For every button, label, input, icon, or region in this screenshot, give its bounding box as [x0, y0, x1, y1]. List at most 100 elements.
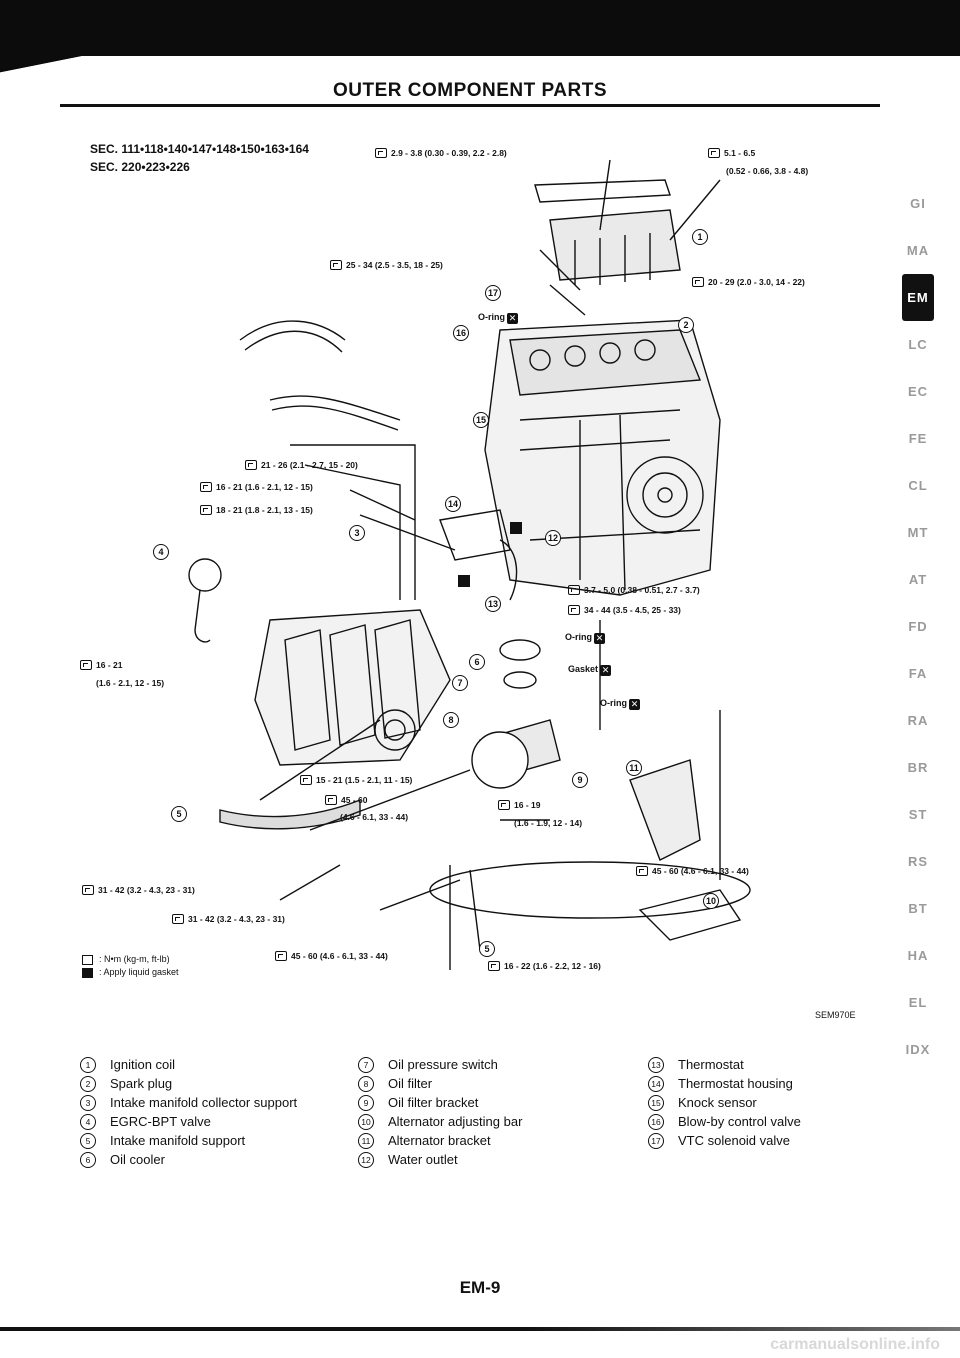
legend-torque-row: : N•m (kg-m, ft-lb): [82, 953, 179, 966]
tab-el[interactable]: EL: [908, 995, 928, 1010]
diagram-part-5b: 5: [479, 941, 495, 957]
torque-icon: [82, 954, 93, 965]
torque-callout-10b: (1.6 - 2.1, 12 - 15): [96, 678, 165, 688]
diagram-part-16: 16: [453, 325, 469, 341]
tab-rs[interactable]: RS: [907, 854, 929, 869]
torque-callout-14: 45 - 60 (4.6 - 6.1, 33 - 44): [636, 866, 749, 876]
diagram-part-9: 9: [572, 772, 588, 788]
tab-bt[interactable]: BT: [908, 901, 928, 916]
torque-icon: [498, 800, 510, 810]
diagram-part-5: 5: [171, 806, 187, 822]
replace-x-icon: ✕: [594, 633, 605, 644]
legend-gasket-row: : Apply liquid gasket: [82, 966, 179, 979]
page-number: EM-9: [459, 1278, 501, 1297]
tab-lc[interactable]: LC: [908, 337, 928, 352]
tab-ec[interactable]: EC: [907, 384, 929, 399]
diagram-part-1: 1: [692, 229, 708, 245]
page-title: OUTER COMPONENT PARTS: [332, 80, 608, 101]
replace-x-icon: ✕: [600, 665, 612, 676]
torque-callout-1: 2.9 - 3.8 (0.30 - 0.39, 2.2 - 2.8): [375, 148, 507, 158]
torque-icon: [708, 148, 720, 158]
torque-callout-6: 16 - 21 (1.6 - 2.1, 12 - 15): [200, 482, 313, 492]
o-ring-label-3: O-ring✕: [600, 698, 640, 710]
tab-st[interactable]: ST: [908, 807, 928, 822]
diagram-part-7: 7: [452, 675, 468, 691]
tab-cl[interactable]: CL: [908, 478, 928, 493]
diagram-part-8: 8: [443, 712, 459, 728]
torque-callout-16: 31 - 42 (3.2 - 4.3, 23 - 31): [172, 914, 285, 924]
torque-callout-10: 16 - 21: [80, 660, 122, 670]
torque-callout-9: 34 - 44 (3.5 - 4.5, 25 - 33): [568, 605, 681, 615]
replace-x-icon: ✕: [629, 699, 640, 710]
torque-icon: [275, 951, 287, 961]
torque-callout-13: 16 - 19: [498, 800, 540, 810]
tab-em[interactable]: EM: [902, 274, 934, 321]
gasket-label: Gasket✕: [568, 664, 612, 676]
torque-callout-7: 18 - 21 (1.8 - 2.1, 13 - 15): [200, 505, 313, 515]
tab-ma[interactable]: MA: [906, 243, 930, 258]
torque-icon: [82, 885, 94, 895]
torque-icon: [692, 277, 704, 287]
torque-icon: [636, 866, 648, 876]
tab-gi[interactable]: GI: [910, 196, 926, 211]
figure-code: SEM970E: [815, 1010, 856, 1020]
engine-exploded-diagram: [188, 159, 751, 970]
torque-icon: [200, 482, 212, 492]
torque-icon: [330, 260, 342, 270]
o-ring-label-2: O-ring✕: [565, 632, 605, 644]
diagram-part-13: 13: [485, 596, 501, 612]
torque-callout-17: 45 - 60 (4.6 - 6.1, 33 - 44): [275, 951, 388, 961]
gasket-markers: [458, 522, 522, 587]
torque-icon: [200, 505, 212, 515]
diagram-part-11: 11: [626, 760, 642, 776]
tab-mt[interactable]: MT: [907, 525, 929, 540]
torque-callout-13b: (1.6 - 1.9, 12 - 14): [514, 818, 583, 828]
diagram-part-10: 10: [703, 893, 719, 909]
torque-icon: [80, 660, 92, 670]
liquid-gasket-icon: [82, 967, 93, 978]
tab-at[interactable]: AT: [908, 572, 928, 587]
tab-ra[interactable]: RA: [907, 713, 929, 728]
torque-callout-11: 15 - 21 (1.5 - 2.1, 11 - 15): [300, 775, 412, 785]
tab-fd[interactable]: FD: [908, 619, 928, 634]
torque-callout-3: 25 - 34 (2.5 - 3.5, 18 - 25): [330, 260, 443, 270]
torque-icon: [568, 605, 580, 615]
tab-fe[interactable]: FE: [908, 431, 928, 446]
torque-icon: [172, 914, 184, 924]
torque-callout-2: 5.1 - 6.5: [708, 148, 755, 158]
diagram-part-14: 14: [445, 496, 461, 512]
torque-icon: [325, 795, 337, 805]
tab-fa[interactable]: FA: [908, 666, 928, 681]
replace-x-icon: ✕: [507, 313, 518, 324]
diagram-part-17: 17: [485, 285, 501, 301]
tab-br[interactable]: BR: [907, 760, 929, 775]
tab-ha[interactable]: HA: [907, 948, 929, 963]
section-tabs: GI MA EM LC EC FE CL MT AT FD FA RA BR S…: [888, 180, 948, 1073]
watermark: carmanualsonline.info: [770, 1336, 940, 1353]
diagram-part-2: 2: [678, 317, 694, 333]
tab-idx[interactable]: IDX: [905, 1042, 931, 1057]
section-ref-1: SEC. 111•118•140•147•148•150•163•164: [90, 142, 309, 156]
diagram-part-4: 4: [153, 544, 169, 560]
diagram-part-3: 3: [349, 525, 365, 541]
torque-callout-5: 21 - 26 (2.1 - 2.7, 15 - 20): [245, 460, 358, 470]
section-ref-2: SEC. 220•223•226: [90, 160, 190, 174]
